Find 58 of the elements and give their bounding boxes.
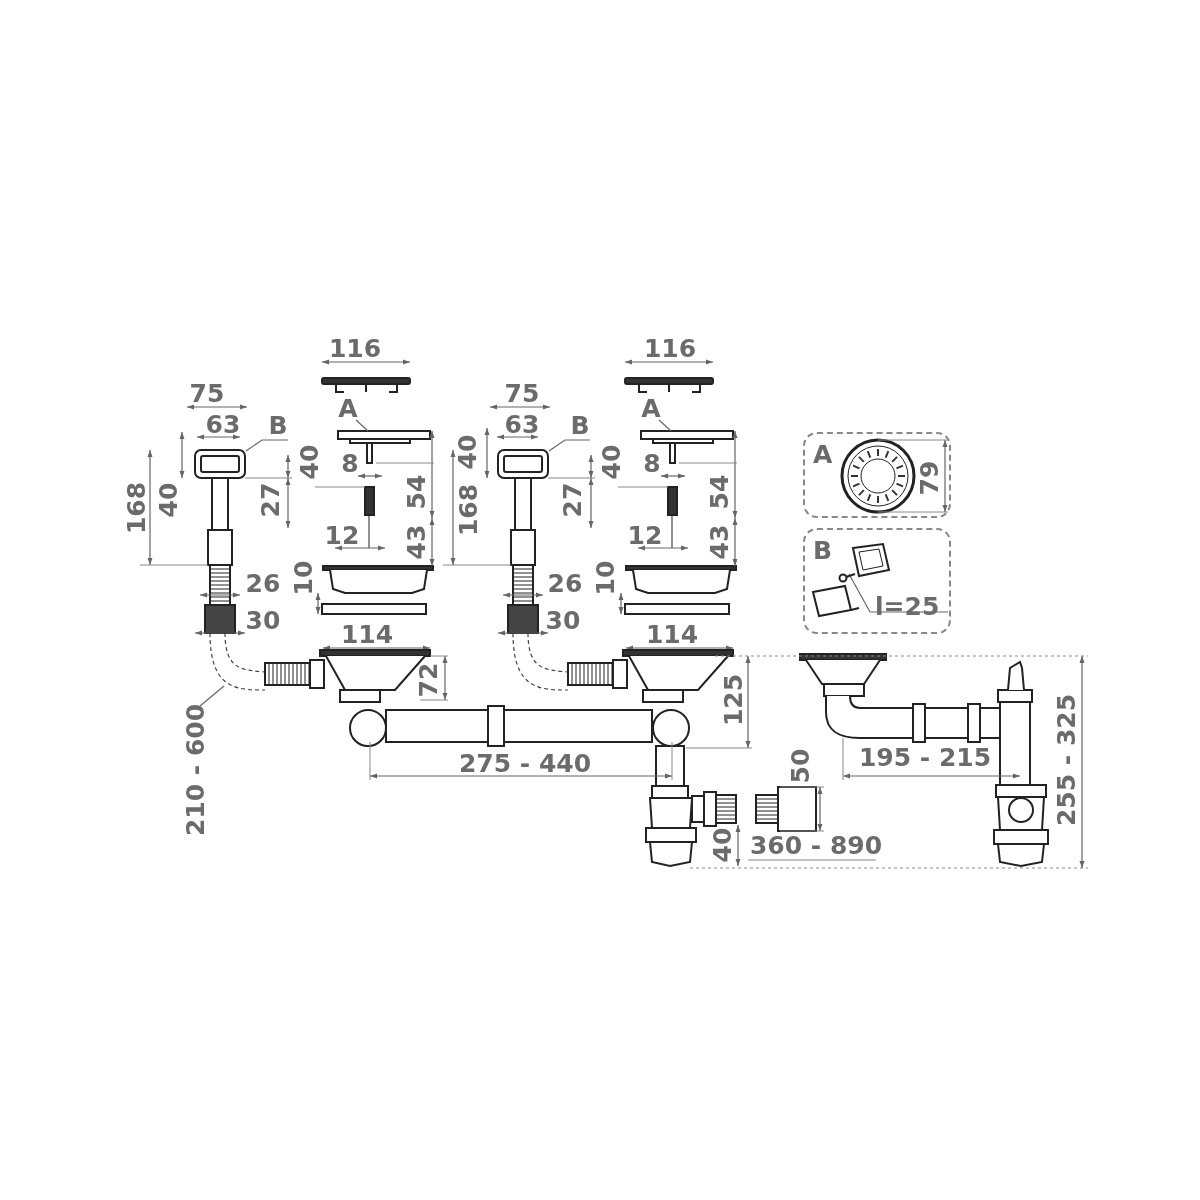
dimension-text: 72: [415, 662, 441, 698]
dimension-text: 275 - 440: [458, 750, 592, 776]
overflow-drawing: [497, 449, 549, 479]
dimension-text: 8: [643, 450, 661, 476]
leader-line: [245, 439, 289, 452]
dimension-text: 40: [155, 482, 181, 518]
dimension-text: 43: [403, 524, 429, 560]
dimension-text: 40: [454, 434, 480, 470]
leader-line: [355, 419, 369, 432]
callout-letter: B: [570, 412, 590, 438]
dimension-text: 10: [290, 560, 316, 596]
dimension-text: 40: [296, 444, 322, 480]
dimension-text: 54: [403, 474, 429, 510]
dimension-text: 30: [545, 607, 581, 633]
dimension-text: 30: [245, 607, 281, 633]
dimension-text: 210 - 600: [182, 703, 208, 837]
dimension-text: 125: [720, 673, 746, 727]
dimension-text: 63: [504, 411, 540, 437]
dimension-text: 40: [598, 444, 624, 480]
dimension-text: 26: [245, 570, 281, 596]
dimension-text: 168: [455, 483, 481, 537]
dimension-text: 114: [340, 621, 394, 647]
detail-panel: [803, 432, 951, 518]
overflow-drawing: [194, 449, 246, 479]
dimension-text: 79: [916, 460, 942, 496]
callout-letter: B: [813, 538, 833, 563]
dimension-text: 116: [328, 335, 382, 361]
dimension-text: 27: [559, 482, 585, 518]
dimension-text: l=25: [875, 594, 940, 619]
dimension-text: 12: [627, 522, 663, 548]
dimension-text: 8: [341, 450, 359, 476]
callout-letter: A: [641, 395, 661, 421]
dimension-text: 43: [706, 524, 732, 560]
dimension-text: 195 - 215: [858, 744, 992, 770]
callout-letter: A: [338, 395, 358, 421]
dimension-text: 116: [643, 335, 697, 361]
dimension-text: 63: [205, 411, 241, 437]
detail-panel: [803, 528, 951, 634]
leader-line: [658, 419, 672, 432]
leader-line: [199, 685, 225, 707]
dimension-text: 255 - 325: [1053, 693, 1079, 827]
dimension-text: 168: [123, 481, 149, 535]
leader-line: [548, 439, 591, 452]
dimension-text: 12: [324, 522, 360, 548]
dimension-text: 114: [645, 621, 699, 647]
dimension-text: 75: [189, 380, 225, 406]
dimension-text: 50: [787, 748, 813, 784]
dimension-text: 75: [504, 380, 540, 406]
screw-drawing: [838, 573, 856, 583]
dimension-text: 26: [547, 570, 583, 596]
hose-drawing: [209, 632, 266, 691]
dimension-text: 40: [709, 827, 735, 863]
dimension-text: 54: [706, 474, 732, 510]
dimension-text: 360 - 890: [749, 832, 883, 858]
callout-letter: B: [268, 412, 288, 438]
dimension-text: 10: [592, 560, 618, 596]
callout-letter: A: [813, 442, 833, 467]
dimension-text: 27: [257, 482, 283, 518]
